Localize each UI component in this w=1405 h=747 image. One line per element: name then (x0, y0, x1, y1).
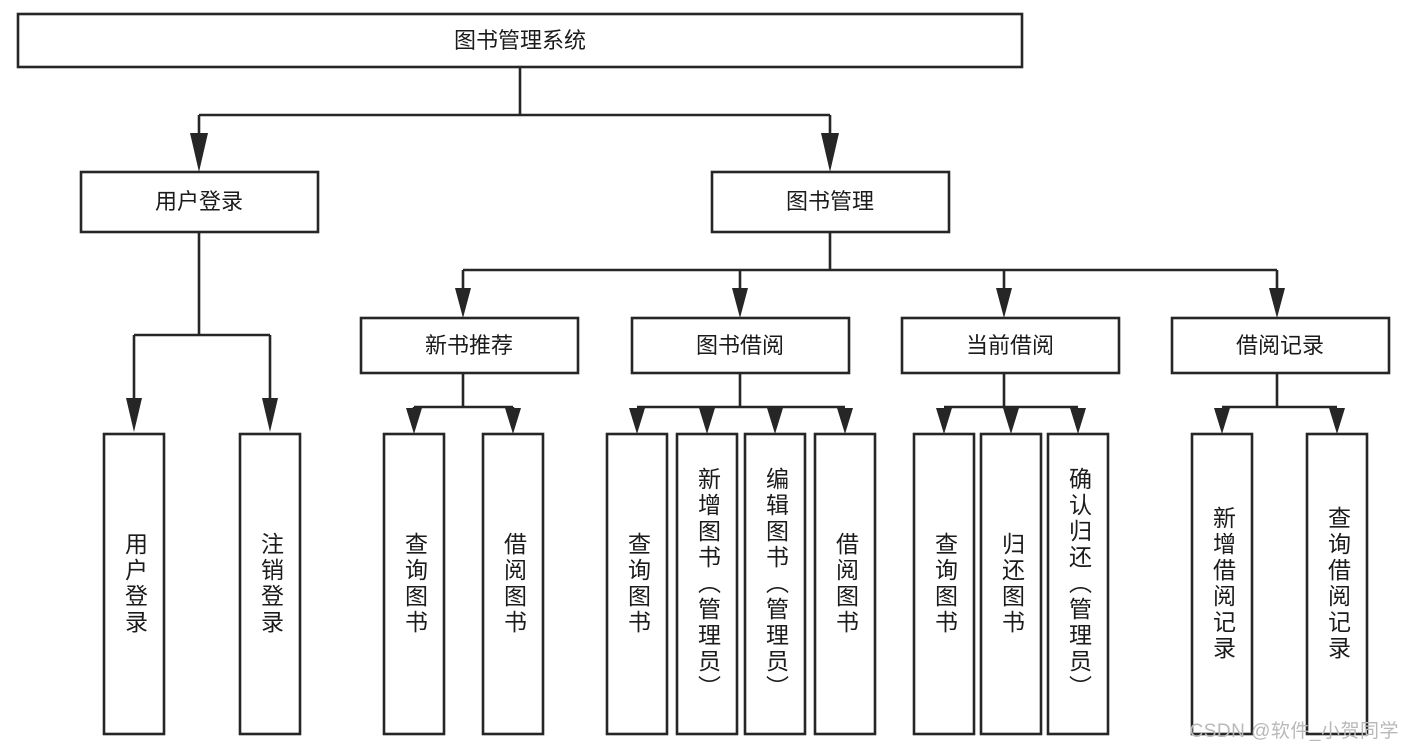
arrowhead-leaf-logout (262, 398, 278, 432)
leaf-bb-edit-book-box[interactable] (743, 432, 807, 736)
arrowhead-leaf-user-login (126, 398, 142, 432)
node-root-label: 图书管理系统 (454, 28, 586, 53)
leaf-bb-borrow-book-box[interactable] (813, 432, 877, 736)
arrowhead-cb-leaf1 (936, 408, 952, 434)
connector-layer (126, 67, 1345, 434)
arrowhead-br-leaf2 (1329, 408, 1345, 434)
node-borrow-record-box[interactable] (1170, 316, 1391, 375)
arrowhead-br-leaf1 (1214, 408, 1230, 434)
arrowhead-bb-leaf1 (629, 408, 645, 434)
leaf-bb-query-book-box[interactable] (605, 432, 669, 736)
leaf-user-login-box[interactable] (102, 432, 166, 736)
leaf-nb-query-book-box[interactable] (382, 432, 446, 736)
leaf-cb-confirm-return-box[interactable] (1046, 432, 1110, 736)
csdn-watermark: CSDN @软件_小贺同学 (1189, 721, 1399, 742)
node-book-borrow-box[interactable] (630, 316, 851, 375)
leaf-br-query-record-box[interactable] (1305, 432, 1369, 736)
arrowhead-book-borrow (732, 288, 748, 318)
arrowhead-nb-leaf1 (406, 408, 422, 434)
arrowhead-user-login (190, 133, 208, 172)
leaf-bb-add-book-box[interactable] (675, 432, 739, 736)
arrowhead-bb-leaf2 (699, 408, 715, 434)
node-root-box[interactable] (16, 12, 1024, 69)
arrowhead-new-book (455, 288, 471, 318)
node-new-book-box[interactable] (359, 316, 580, 375)
node-book-mgmt-box[interactable] (710, 170, 951, 234)
node-borrow-record-label: 借阅记录 (1236, 333, 1324, 358)
node-new-book-label: 新书推荐 (425, 333, 513, 358)
arrowhead-bb-leaf3 (767, 408, 783, 434)
node-book-borrow-label: 图书借阅 (696, 333, 784, 358)
leaf-nb-borrow-book-box[interactable] (481, 432, 545, 736)
arrowhead-cb-leaf2 (1003, 408, 1019, 434)
node-user-login-box[interactable] (79, 170, 320, 234)
arrowhead-nb-leaf2 (505, 408, 521, 434)
node-current-borrow-label: 当前借阅 (966, 333, 1054, 358)
node-layer: 图书管理系统 用户登录 图书管理 新书推荐 图书借阅 当前借阅 借阅记录 (16, 12, 1391, 736)
arrowhead-cb-leaf3 (1070, 408, 1086, 434)
arrowhead-book-mgmt (821, 133, 839, 172)
arrowhead-borrow-record (1269, 288, 1285, 318)
leaf-br-add-record-box[interactable] (1190, 432, 1254, 736)
leaf-cb-query-book-box[interactable] (912, 432, 976, 736)
arrowhead-current-borrow (996, 288, 1012, 318)
node-book-mgmt-label: 图书管理 (786, 189, 874, 214)
leaf-logout-box[interactable] (238, 432, 302, 736)
node-user-login-label: 用户登录 (155, 189, 243, 214)
node-current-borrow-box[interactable] (900, 316, 1121, 375)
arrowhead-bb-leaf4 (837, 408, 853, 434)
leaf-cb-return-book-box[interactable] (979, 432, 1043, 736)
